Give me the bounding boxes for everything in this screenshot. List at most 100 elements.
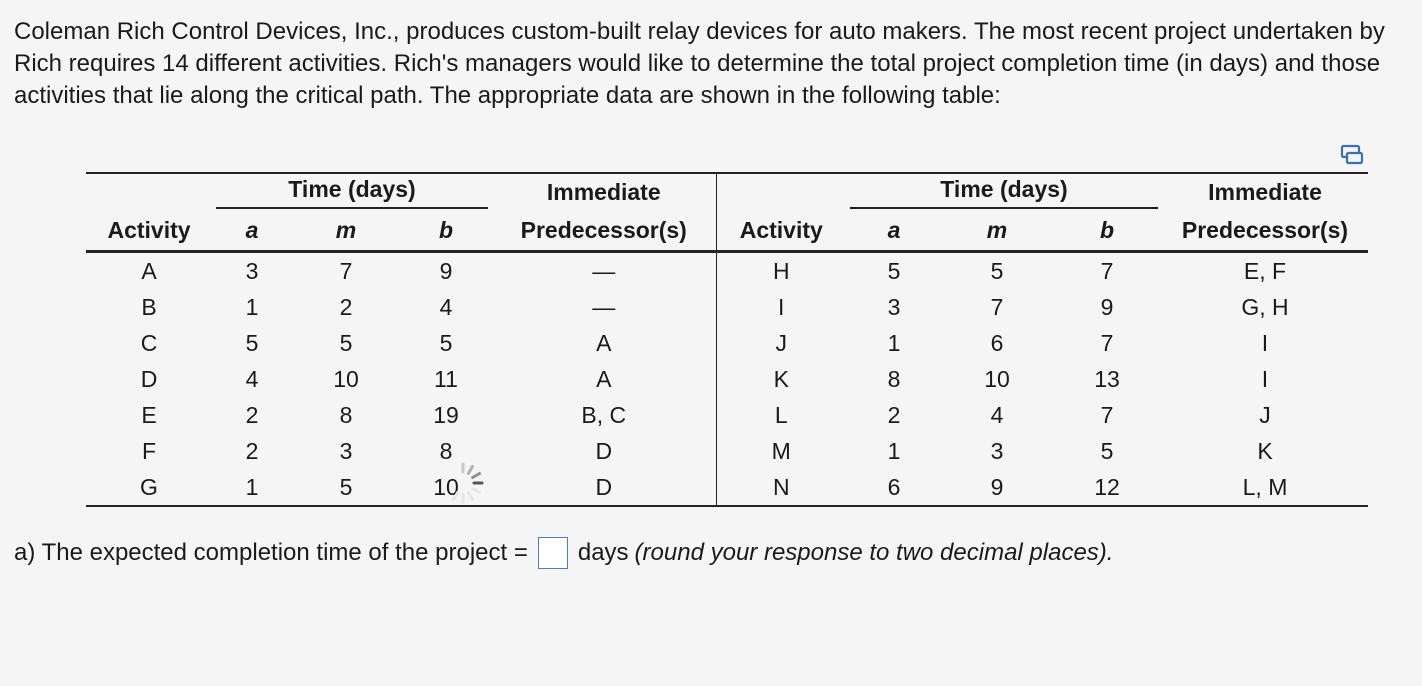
copy-icon[interactable] bbox=[1340, 144, 1364, 166]
cell-a-right: 6 bbox=[846, 469, 942, 507]
cell-predecessor-left: — bbox=[492, 251, 717, 289]
cell-m-right: 6 bbox=[990, 329, 1004, 356]
cell-b-left: 11 bbox=[434, 365, 458, 392]
cell-predecessor-right: G, H bbox=[1241, 293, 1289, 320]
cell-m-left: 2 bbox=[339, 293, 353, 320]
cell-predecessor-right: L, M bbox=[1162, 469, 1368, 507]
cell-b-left: 9 bbox=[439, 257, 453, 284]
cell-activity-right: L bbox=[774, 401, 788, 428]
cell-activity-left: B bbox=[141, 293, 157, 320]
cell-predecessor-right: I bbox=[1261, 365, 1269, 392]
question-prefix: a) The expected completion time of the p… bbox=[14, 539, 528, 566]
cell-predecessor-left: A bbox=[492, 361, 717, 397]
cell-m-right: 5 bbox=[990, 257, 1004, 284]
col-m-header-right: m bbox=[942, 210, 1052, 253]
cell-a-left: 2 bbox=[245, 401, 259, 428]
cell-activity-left: C bbox=[140, 329, 158, 356]
cell-m-right: 4 bbox=[990, 401, 1004, 428]
cell-activity-left: G bbox=[86, 469, 212, 507]
time-days-header-left: Time (days) bbox=[216, 176, 488, 209]
time-days-header-right: Time (days) bbox=[850, 176, 1158, 209]
cell-activity-right: J bbox=[775, 329, 788, 356]
activity-table: Time (days) Immediate Time (days) Immedi… bbox=[86, 172, 1368, 507]
col-b-header-left: b bbox=[400, 210, 492, 253]
predecessor-header-left-line1: Immediate bbox=[492, 172, 717, 210]
cell-activity-right: H bbox=[772, 257, 790, 284]
activity-header-left: Activity bbox=[86, 210, 212, 253]
cell-m-left: 5 bbox=[339, 329, 353, 356]
cell-m-left: 7 bbox=[339, 257, 353, 284]
cell-m-left: 8 bbox=[339, 401, 353, 428]
cell-a-left: 1 bbox=[212, 469, 292, 507]
cell-b-right: 12 bbox=[1052, 469, 1162, 507]
cell-b-right: 7 bbox=[1100, 257, 1114, 284]
cell-b-right: 5 bbox=[1100, 437, 1114, 464]
cell-activity-left: F bbox=[141, 437, 157, 464]
cell-m-right: 3 bbox=[990, 437, 1004, 464]
cell-b-right: 7 bbox=[1100, 401, 1114, 428]
table-row: C 5 5 5 A J 1 6 7 I bbox=[86, 325, 1368, 361]
cell-activity-left: D bbox=[140, 365, 158, 392]
table-row: B 1 2 4 — I 3 7 9 G, H bbox=[86, 289, 1368, 325]
cell-activity-right: I bbox=[778, 293, 785, 320]
predecessor-header-left-line2: Predecessor(s) bbox=[492, 210, 717, 253]
cell-a-right: 8 bbox=[887, 365, 901, 392]
col-b-header-right: b bbox=[1052, 210, 1162, 253]
cell-m-left: 10 bbox=[333, 365, 359, 392]
cell-a-left: 1 bbox=[245, 293, 259, 320]
col-a-header-right: a bbox=[846, 210, 942, 253]
cell-predecessor-left: B, C bbox=[492, 397, 717, 433]
cell-a-right: 1 bbox=[887, 329, 901, 356]
cell-predecessor-right: J bbox=[1259, 401, 1271, 428]
cell-a-left: 2 bbox=[245, 437, 259, 464]
table-row: E 2 8 19 B, C L 2 4 7 J bbox=[86, 397, 1368, 433]
cell-activity-left: A bbox=[141, 257, 157, 284]
cell-predecessor-left: D bbox=[492, 433, 717, 469]
cell-predecessor-left: A bbox=[492, 325, 717, 361]
cell-m-right: 10 bbox=[984, 365, 1010, 392]
rounding-hint: (round your response to two decimal plac… bbox=[634, 539, 1114, 566]
cell-b-right: 7 bbox=[1100, 329, 1114, 356]
cell-m-left: 3 bbox=[339, 437, 353, 464]
cell-b-left: 8 bbox=[439, 437, 453, 464]
cell-a-left: 3 bbox=[245, 257, 259, 284]
cell-predecessor-right: I bbox=[1261, 329, 1269, 356]
cell-a-right: 3 bbox=[887, 293, 901, 320]
predecessor-header-right-line2: Predecessor(s) bbox=[1162, 210, 1368, 253]
cell-activity-left: E bbox=[141, 401, 157, 428]
cell-predecessor-right: K bbox=[1257, 437, 1273, 464]
activity-header-right: Activity bbox=[716, 210, 846, 253]
cell-m-right: 7 bbox=[990, 293, 1004, 320]
cell-b-left: 19 bbox=[433, 401, 459, 428]
cell-activity-right: N bbox=[716, 469, 846, 507]
cell-a-left: 5 bbox=[245, 329, 259, 356]
header-spacer-left bbox=[86, 172, 212, 210]
cell-a-left: 4 bbox=[245, 365, 259, 392]
col-m-header-left: m bbox=[292, 210, 400, 253]
question-a: a) The expected completion time of the p… bbox=[14, 536, 1113, 570]
cell-b-right: 13 bbox=[1094, 365, 1120, 392]
cell-a-right: 2 bbox=[887, 401, 901, 428]
cell-activity-right: K bbox=[773, 365, 789, 392]
problem-statement: Coleman Rich Control Devices, Inc., prod… bbox=[14, 18, 1385, 109]
loading-spinner-icon bbox=[452, 462, 484, 504]
predecessor-header-right-line1: Immediate bbox=[1162, 172, 1368, 210]
cell-b-right: 9 bbox=[1100, 293, 1114, 320]
cell-b-left: 4 bbox=[439, 293, 453, 320]
table-row: D 4 10 11 A K 8 10 13 I bbox=[86, 361, 1368, 397]
cell-b-left: 5 bbox=[439, 329, 453, 356]
table-row: F 2 3 8 D M 1 3 5 K bbox=[86, 433, 1368, 469]
cell-predecessor-left: — bbox=[492, 289, 717, 325]
cell-predecessor-right: E, F bbox=[1243, 257, 1287, 284]
question-unit: days bbox=[577, 539, 629, 566]
cell-m-right: 9 bbox=[942, 469, 1052, 507]
cell-a-right: 1 bbox=[887, 437, 901, 464]
cell-a-right: 5 bbox=[887, 257, 901, 284]
table-row: A 3 7 9 — H 5 5 7 E, F bbox=[86, 251, 1368, 289]
completion-time-input[interactable] bbox=[537, 537, 568, 569]
cell-m-left: 5 bbox=[292, 469, 400, 507]
header-spacer-right bbox=[716, 172, 846, 210]
cell-activity-right: M bbox=[771, 437, 791, 464]
cell-predecessor-left: D bbox=[492, 469, 717, 507]
